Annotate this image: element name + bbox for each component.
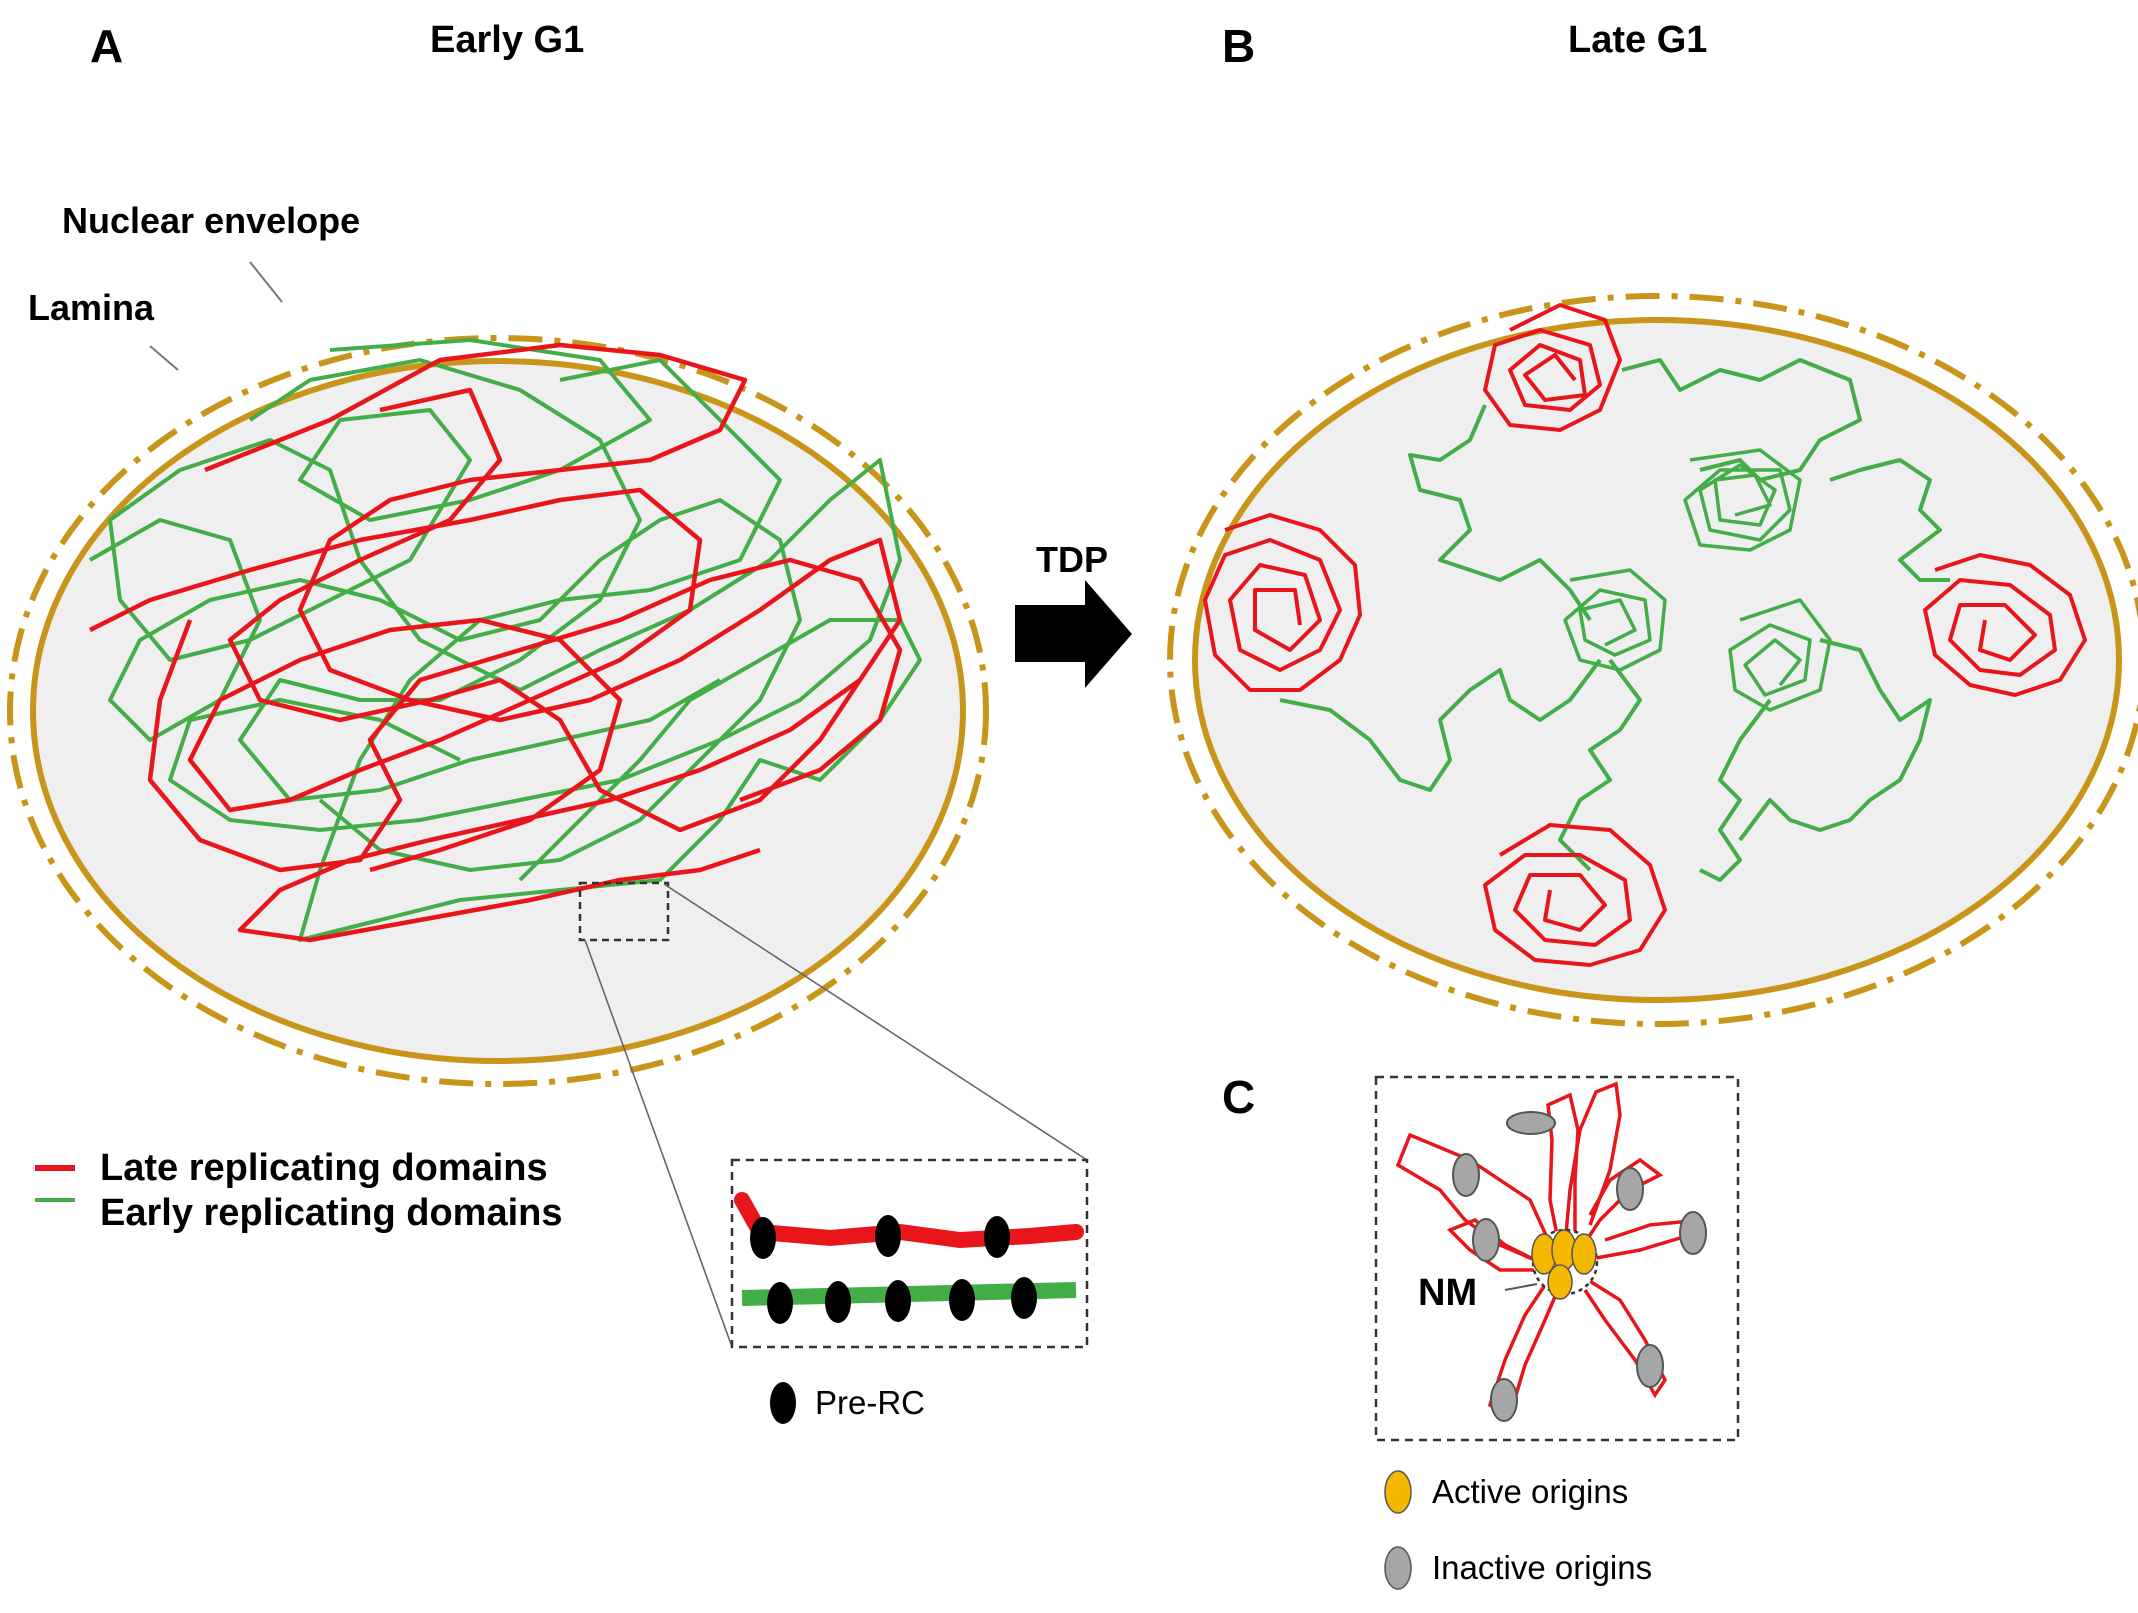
early-domain-cluster-b3: [1728, 598, 1832, 712]
panel-b-title: Late G1: [1568, 19, 1707, 61]
early-domain-backbone-b6: [1738, 638, 1932, 842]
nuclear-envelope-b: [1167, 293, 2138, 1027]
pre-rc-legend-label: Pre-RC: [815, 1384, 925, 1421]
nuclear-envelope-pointer: [249, 261, 283, 303]
nuclear-envelope-label: Nuclear envelope: [62, 200, 360, 241]
early-domain-path-a1: [108, 338, 902, 832]
lamina-label: Lamina: [28, 287, 155, 328]
inactive-origin-legend-icon: [1384, 1546, 1412, 1590]
panel-a-title: Early G1: [430, 19, 584, 61]
active-origin-legend-icon: [1384, 1470, 1412, 1514]
chromatin-legend: Late replicating domains Early replicati…: [35, 1147, 562, 1234]
early-domain-backbone-b2: [1408, 404, 1592, 622]
pre-rc-early-3: [885, 1280, 911, 1322]
pre-rc-early-2: [825, 1281, 851, 1323]
inactive-origin-7: [1490, 1378, 1518, 1422]
inactive-origin-6: [1636, 1344, 1664, 1388]
late-domain-path-a1: [204, 342, 903, 943]
active-origin-4: [1547, 1264, 1573, 1300]
early-domain-backbone-b5: [1699, 698, 1772, 882]
pre-rc-late-2: [875, 1215, 901, 1257]
chromatin-loop-4: [1578, 1157, 1664, 1251]
late-domain-cluster-left: [1203, 513, 1362, 692]
panel-a: A Early G1 Nuclear envelope Lamina: [7, 19, 1088, 1348]
inactive-origin-4: [1616, 1167, 1644, 1211]
lamina-b: [1192, 317, 2122, 1003]
late-domain-path-a4: [227, 387, 862, 833]
active-origins-legend-label: Active origins: [1432, 1473, 1628, 1510]
active-origin-3: [1571, 1233, 1597, 1275]
pre-rc-late-3: [984, 1216, 1010, 1258]
chromatin-loop-6: [1579, 1273, 1668, 1399]
pre-rc-legend-icon: [770, 1382, 796, 1424]
lamina-pointer: [149, 345, 179, 371]
late-domain-path-a3: [147, 557, 903, 873]
panel-b: B Late G1: [1167, 19, 2138, 1027]
panel-c-letter: C: [1222, 1071, 1255, 1123]
panel-c: C NM Active origins Inactive origins: [1222, 1071, 1740, 1590]
legend-late-label: Late replicating domains: [100, 1147, 548, 1189]
transition: TDP: [1015, 539, 1132, 688]
zoom-line-right: [663, 883, 1088, 1161]
inactive-origin-1: [1506, 1111, 1556, 1135]
early-domain-backbone-b3: [1279, 658, 1602, 792]
late-domain-path-a2: [88, 487, 703, 873]
early-domain-cluster-b1: [1683, 448, 1802, 552]
pre-rc-early-1: [767, 1282, 793, 1324]
panel-b-letter: B: [1222, 20, 1255, 72]
chromatin-loop-2: [1546, 1092, 1580, 1251]
pre-rc-late-1: [750, 1217, 776, 1259]
transition-label: TDP: [1036, 539, 1108, 580]
early-domain-backbone-b7: [1829, 458, 1950, 582]
lamina-a: [30, 358, 966, 1064]
early-domain-path-a4: [238, 358, 721, 802]
nuclear-envelope-a: [7, 335, 989, 1087]
late-domain-cluster-right: [1923, 553, 2087, 697]
nm-label: NM: [1418, 1272, 1477, 1314]
inactive-origins-legend-label: Inactive origins: [1432, 1549, 1652, 1586]
panel-a-letter: A: [90, 20, 123, 72]
inactive-origin-3: [1472, 1218, 1500, 1262]
early-domain-cluster-b2: [1563, 568, 1667, 672]
legend-early-label: Early replicating domains: [100, 1192, 562, 1234]
pre-rc-early-5: [1011, 1277, 1037, 1319]
pre-rc-early-4: [949, 1279, 975, 1321]
chromatin-loop-3: [1563, 1081, 1622, 1246]
nm-pointer: [1504, 1283, 1538, 1291]
zoom-line-left: [584, 939, 733, 1348]
chromatin-loop-8: [1446, 1217, 1545, 1272]
magnified-inset: Pre-RC: [730, 1158, 1089, 1424]
late-domain-cluster-top: [1483, 303, 1622, 432]
early-domain-backbone-b4: [1558, 658, 1642, 872]
inactive-origin-5: [1679, 1211, 1707, 1255]
late-domain-cluster-bottom: [1483, 823, 1667, 967]
inactive-origin-2: [1452, 1153, 1480, 1197]
arrow-right-icon: [1015, 580, 1132, 688]
